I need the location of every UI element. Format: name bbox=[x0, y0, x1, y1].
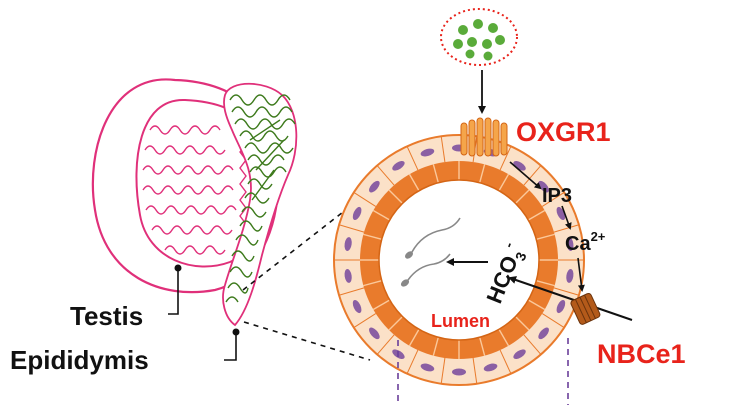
cell-nucleus bbox=[452, 368, 466, 376]
cell-nucleus bbox=[420, 148, 435, 157]
apical-segment-boundary bbox=[479, 337, 486, 356]
cell-boundary bbox=[553, 287, 580, 296]
cell-boundary bbox=[376, 165, 395, 186]
cell-boundary bbox=[338, 287, 365, 296]
bicarbonate-flux bbox=[446, 258, 633, 321]
cell-nucleus bbox=[513, 160, 526, 171]
cell-nucleus bbox=[369, 327, 380, 340]
apical-segment-boundary bbox=[372, 209, 391, 221]
apical-segment-boundary bbox=[408, 173, 420, 192]
oxgr1-label: OXGR1 bbox=[516, 117, 611, 147]
cell-nucleus bbox=[392, 160, 405, 171]
apical-segment-boundary bbox=[527, 209, 546, 221]
apical-segment-boundary bbox=[498, 328, 510, 347]
apical-segment-boundary bbox=[536, 233, 555, 240]
apical-segment-boundary bbox=[432, 337, 439, 356]
apical-segment-boundary bbox=[498, 173, 510, 192]
apical-segment-boundary bbox=[363, 233, 382, 240]
cell-boundary bbox=[353, 313, 376, 329]
cell-nucleus bbox=[538, 327, 549, 340]
epididymis-illustration bbox=[222, 82, 298, 327]
cell-nucleus bbox=[566, 237, 574, 252]
cell-nucleus bbox=[483, 363, 498, 372]
cell-boundary bbox=[406, 146, 419, 171]
nbce1-transporter-icon bbox=[570, 292, 601, 325]
cell-boundary bbox=[472, 357, 478, 384]
cell-boundary bbox=[523, 334, 542, 355]
cell-nucleus bbox=[420, 363, 435, 372]
cell-boundary bbox=[338, 224, 365, 233]
cell-nucleus bbox=[352, 299, 362, 314]
testis-label: Testis bbox=[70, 301, 143, 331]
cell-nucleus bbox=[344, 268, 352, 283]
cell-boundary bbox=[353, 191, 376, 207]
tubule-wall-markers bbox=[397, 338, 569, 405]
apical-segment-boundary bbox=[372, 299, 391, 311]
apical-segment-boundary bbox=[536, 280, 555, 287]
cell-nucleus bbox=[513, 349, 526, 360]
cell-boundary bbox=[499, 146, 512, 171]
cell-boundary bbox=[542, 313, 565, 329]
apical-segment-boundary bbox=[515, 189, 530, 204]
apical-segment-boundary bbox=[388, 316, 403, 331]
cell-nucleus bbox=[352, 206, 362, 221]
cell-boundary bbox=[499, 349, 512, 374]
epididymis-label: Epididymis bbox=[10, 345, 149, 375]
apical-segment-boundary bbox=[408, 328, 420, 347]
cell-nucleus bbox=[344, 237, 352, 252]
apical-segment-boundary bbox=[479, 164, 486, 183]
ip3-label: IP3 bbox=[542, 185, 572, 207]
apical-segment-boundary bbox=[388, 189, 403, 204]
calcium-label: Ca2+ bbox=[565, 229, 606, 255]
cell-nucleus bbox=[566, 268, 574, 283]
zoom-lines bbox=[242, 204, 371, 361]
apical-segment-boundary bbox=[363, 280, 382, 287]
cell-nucleus bbox=[556, 299, 566, 314]
cell-boundary bbox=[406, 349, 419, 374]
lumen-label: Lumen bbox=[431, 311, 490, 331]
tubule-cross-section bbox=[333, 134, 585, 386]
label-leaders bbox=[168, 264, 240, 361]
vesicle-icon bbox=[440, 8, 518, 66]
cell-nucleus bbox=[369, 180, 380, 193]
cell-boundary bbox=[523, 165, 542, 186]
cell-boundary bbox=[440, 136, 446, 163]
apical-segment-boundary bbox=[432, 164, 439, 183]
apical-segment-boundary bbox=[527, 299, 546, 311]
oxgr1-receptor-icon bbox=[460, 117, 508, 157]
apical-segment-boundary bbox=[515, 316, 530, 331]
cell-boundary bbox=[440, 357, 446, 384]
nbce1-label: NBCe1 bbox=[597, 339, 686, 369]
cell-boundary bbox=[376, 334, 395, 355]
signal-cascade-arrows bbox=[509, 161, 585, 292]
cell-boundary bbox=[542, 191, 565, 207]
